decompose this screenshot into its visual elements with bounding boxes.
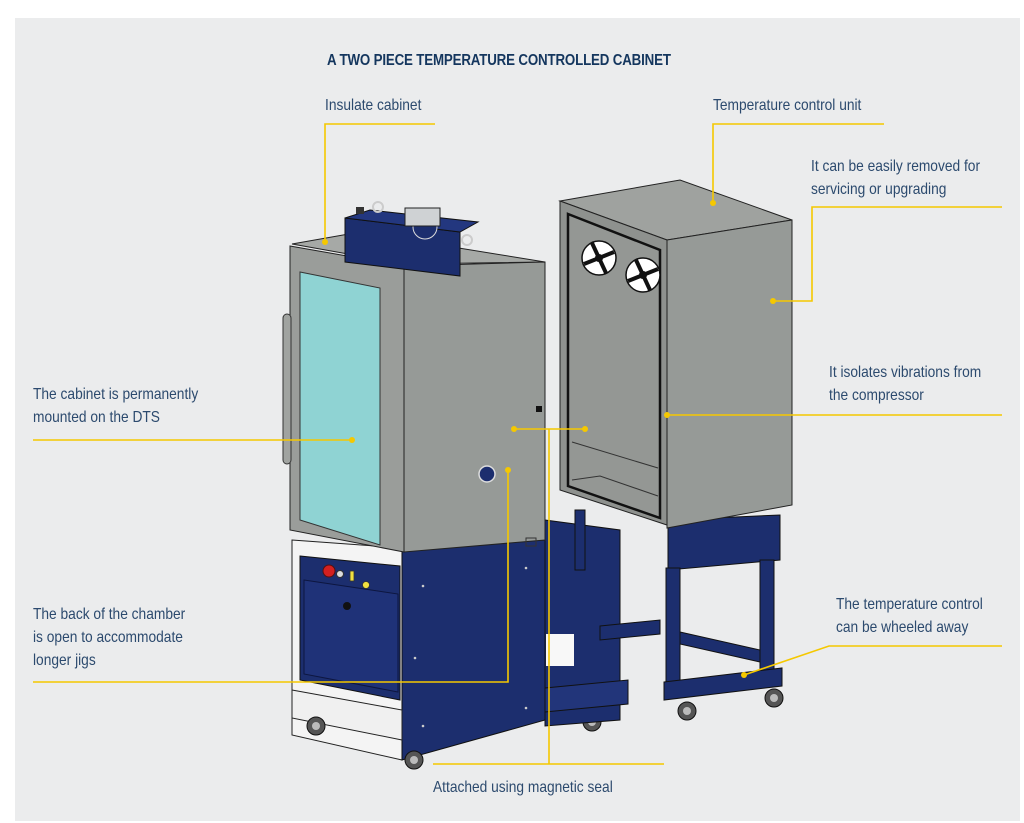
fan-icon <box>625 257 661 293</box>
callout-wheeled-away: The temperature control can be wheeled a… <box>836 596 983 636</box>
insulated-cabinet <box>282 201 546 553</box>
callout-line-temperature-control-unit <box>712 123 884 203</box>
diagram-title: A TWO PIECE TEMPERATURE CONTROLLED CABIN… <box>327 52 671 69</box>
callout-line-insulate-cabinet <box>324 123 435 242</box>
connecting-section <box>544 519 661 727</box>
callout-line-easily-removed <box>773 206 1002 302</box>
callout-back-open: The back of the chamber is open to accom… <box>33 606 186 669</box>
dts-base <box>291 539 602 770</box>
callout-magnetic-seal: Attached using magnetic seal <box>433 779 613 796</box>
callout-line-wheeled-away <box>743 645 1002 676</box>
callout-lines <box>33 123 1002 765</box>
fan-icon <box>581 240 617 276</box>
callout-isolates-vibrations: It isolates vibrations from the compress… <box>829 364 982 404</box>
emergency-stop-icon <box>322 564 336 578</box>
callout-line-back-open <box>33 470 509 683</box>
callout-permanently-mounted: The cabinet is permanently mounted on th… <box>33 386 199 426</box>
callout-easily-removed: It can be easily removed for servicing o… <box>811 158 981 198</box>
callout-dots <box>322 200 776 678</box>
wheeled-stand <box>574 509 784 721</box>
callout-insulate-cabinet: Insulate cabinet <box>325 97 422 114</box>
glass-door <box>299 271 381 546</box>
temperature-control-unit <box>558 179 793 529</box>
port-icon <box>478 465 496 483</box>
callout-temperature-control-unit: Temperature control unit <box>713 97 862 114</box>
door-handle <box>282 313 292 465</box>
